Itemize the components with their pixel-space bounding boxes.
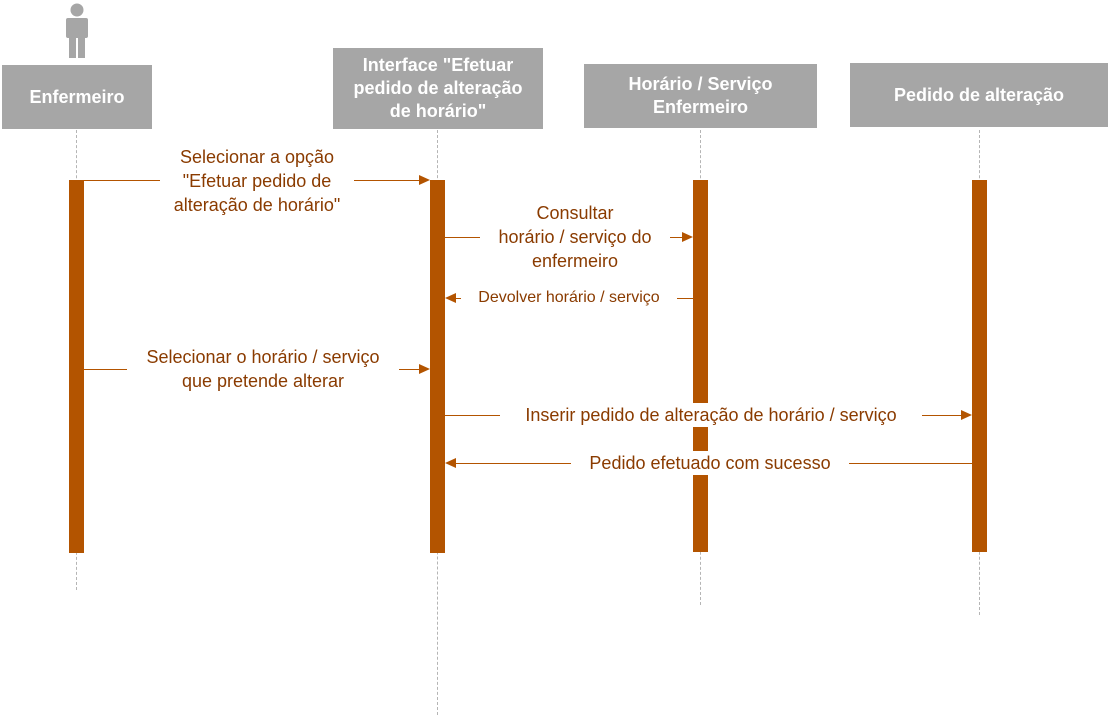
- lane-label: Horário / Serviço Enfermeiro: [628, 74, 773, 117]
- lane-header-pedido-alteracao: Pedido de alteração: [850, 63, 1108, 127]
- arrow-left-icon: [445, 458, 456, 468]
- arrow-right-icon: [419, 175, 430, 185]
- arrow-right-icon: [961, 410, 972, 420]
- activation-enfermeiro: [69, 180, 84, 553]
- lane-header-enfermeiro: Enfermeiro: [2, 65, 152, 129]
- arrow-right-icon: [419, 364, 430, 374]
- arrow-left-icon: [445, 293, 456, 303]
- arrow-right-icon: [682, 232, 693, 242]
- message-label: Selecionar o horário / serviço que prete…: [127, 345, 399, 393]
- message-label: Inserir pedido de alteração de horário /…: [500, 403, 922, 427]
- lane-label: Interface "Efetuar pedido de alteração d…: [353, 55, 523, 121]
- activation-horario-servico: [693, 180, 708, 552]
- activation-interface: [430, 180, 445, 553]
- person-icon: [66, 3, 88, 58]
- lane-header-interface: Interface "Efetuar pedido de alteração d…: [333, 48, 543, 129]
- lane-label: Pedido de alteração: [893, 84, 1065, 105]
- message-label: Selecionar a opção "Efetuar pedido de al…: [160, 145, 354, 217]
- activation-pedido-alteracao: [972, 180, 987, 552]
- message-label: Pedido efetuado com sucesso: [571, 451, 849, 475]
- lane-label: Enfermeiro: [29, 86, 125, 107]
- lane-header-horario-servico: Horário / Serviço Enfermeiro: [584, 64, 817, 128]
- message-label: Devolver horário / serviço: [461, 288, 677, 308]
- message-label: Consultar horário / serviço do enfermeir…: [480, 201, 670, 273]
